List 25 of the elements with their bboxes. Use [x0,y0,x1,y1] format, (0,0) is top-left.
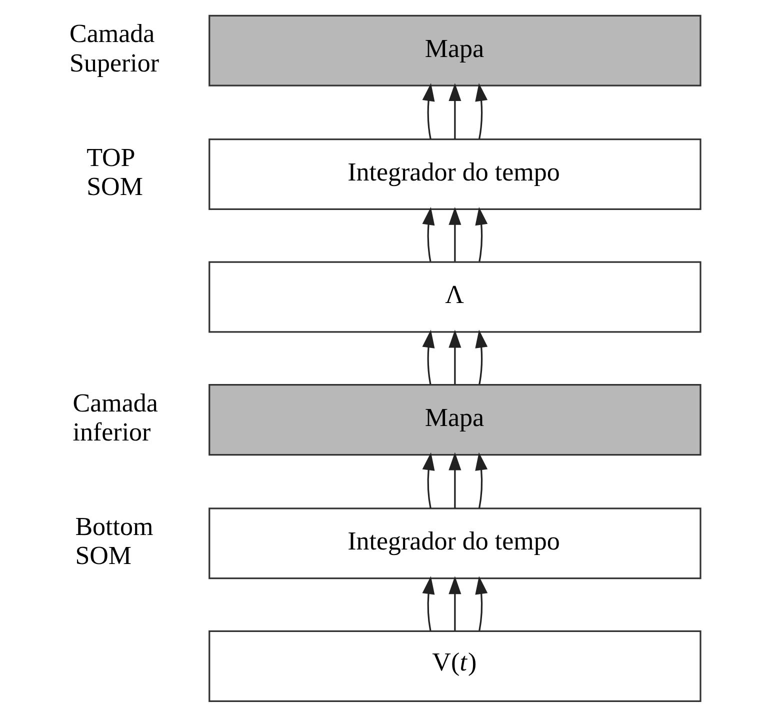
arrow [422,330,435,384]
node-box: V(t) [208,630,702,702]
arrow [448,207,462,262]
arrow [475,330,488,384]
arrow [475,452,488,508]
arrow [422,576,435,631]
arrow [475,576,488,631]
node-box: Mapa [208,384,702,456]
label: Camada Superior [70,19,160,78]
arrow [422,83,435,140]
arrow [448,576,462,631]
arrow [475,83,488,140]
node-box: Integrador do tempo [208,508,702,580]
arrow [448,452,462,508]
node-box: Mapa [208,14,702,86]
arrow [475,207,488,262]
node-box: Λ [208,261,702,333]
label: Bottom SOM [75,512,154,570]
node-box: Integrador do tempo [208,138,702,210]
arrow [422,207,435,262]
arrow [448,83,462,140]
label: Camada inferior [72,388,158,447]
arrow [422,452,435,508]
arrow [448,330,462,384]
label: TOP SOM [86,142,143,202]
